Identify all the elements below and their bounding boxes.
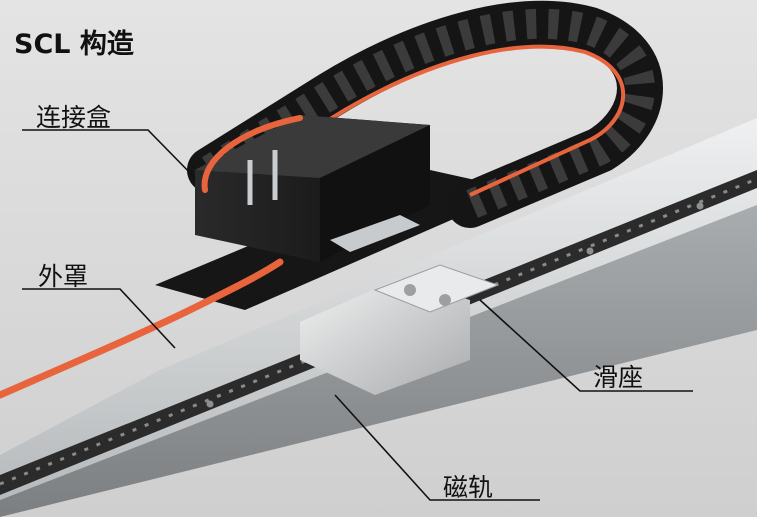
- leader-cover: [22, 288, 176, 349]
- label-slider: 滑座: [593, 363, 644, 392]
- leader-lines: [22, 129, 693, 501]
- label-junction-box: 连接盒: [36, 103, 112, 132]
- junction-box-top: [195, 115, 430, 178]
- label-magnetic-track: 磁轨: [443, 473, 494, 502]
- diagram-title: SCL 构造: [14, 29, 134, 60]
- leader-junction-box: [22, 129, 196, 179]
- box-bracket: [330, 215, 420, 252]
- leader-slider: [479, 299, 693, 392]
- leader-magnetic-track: [334, 394, 540, 501]
- orange-cable: [0, 258, 284, 399]
- orange-cable-upper: [201, 115, 303, 193]
- cable-fittings: [247, 150, 278, 205]
- slider-bolt: [404, 284, 416, 296]
- chain-inner-cable: [228, 44, 626, 197]
- label-cover: 外罩: [38, 262, 89, 291]
- cable-chain-links: [202, 8, 655, 219]
- slider-top-plate: [373, 264, 500, 313]
- slider-bolt: [439, 294, 451, 306]
- junction-box-side: [320, 125, 430, 262]
